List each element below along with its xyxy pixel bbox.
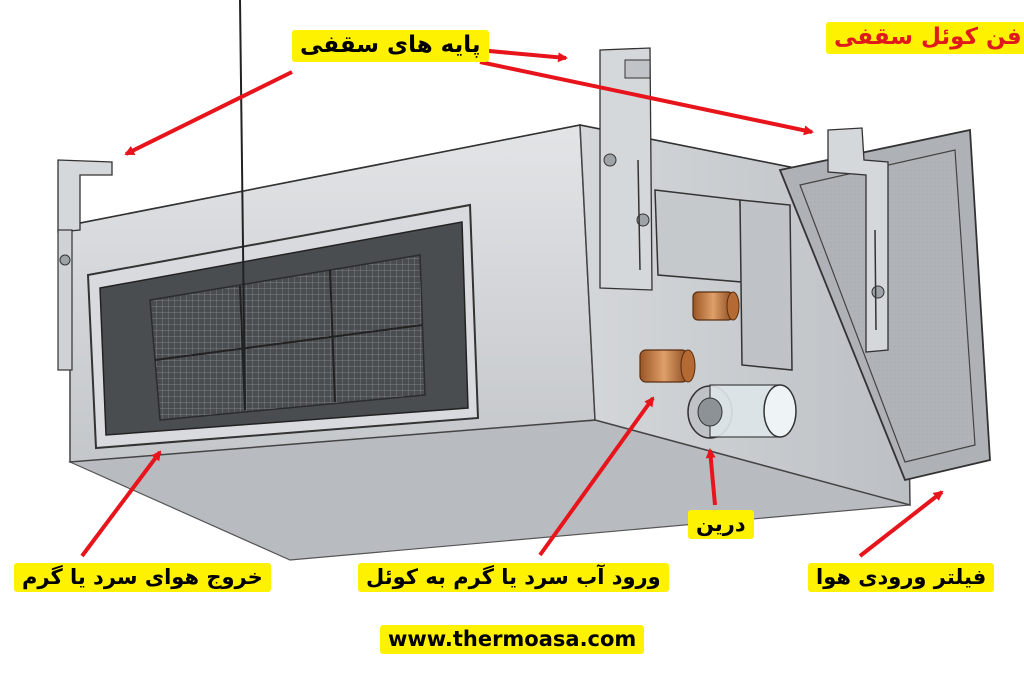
water-pipes xyxy=(639,291,740,383)
website-label: www.thermoasa.com xyxy=(380,625,645,655)
drain-fitting xyxy=(687,384,797,439)
air-outlet xyxy=(86,0,480,450)
arrow-legs-right xyxy=(479,60,814,136)
air-outlet-label: خروج هوای سرد یا گرم xyxy=(14,563,271,593)
arrow-legs-left xyxy=(124,70,293,156)
control-box xyxy=(654,189,793,371)
callout-arrows xyxy=(80,48,944,558)
intake-filter-label: فیلتر ورودی هوا xyxy=(808,563,995,593)
arrow-outlet xyxy=(80,450,162,558)
title-label: فن کوئل سقفی xyxy=(826,22,1024,54)
arrow-intake-filter xyxy=(858,490,944,558)
arrow-legs-middle xyxy=(477,48,568,63)
ceiling-hangers xyxy=(57,47,889,371)
ceiling-legs-label: پایه های سقفی xyxy=(292,30,489,62)
drain-label: درین xyxy=(688,510,754,540)
hanger-right xyxy=(827,127,889,353)
hanger-left xyxy=(57,159,113,371)
water-inlet-label: ورود آب سرد یا گرم به کوئل xyxy=(358,563,669,593)
hanger-middle xyxy=(599,47,653,291)
arrow-drain xyxy=(705,448,717,506)
arrow-water-inlet xyxy=(538,396,655,557)
